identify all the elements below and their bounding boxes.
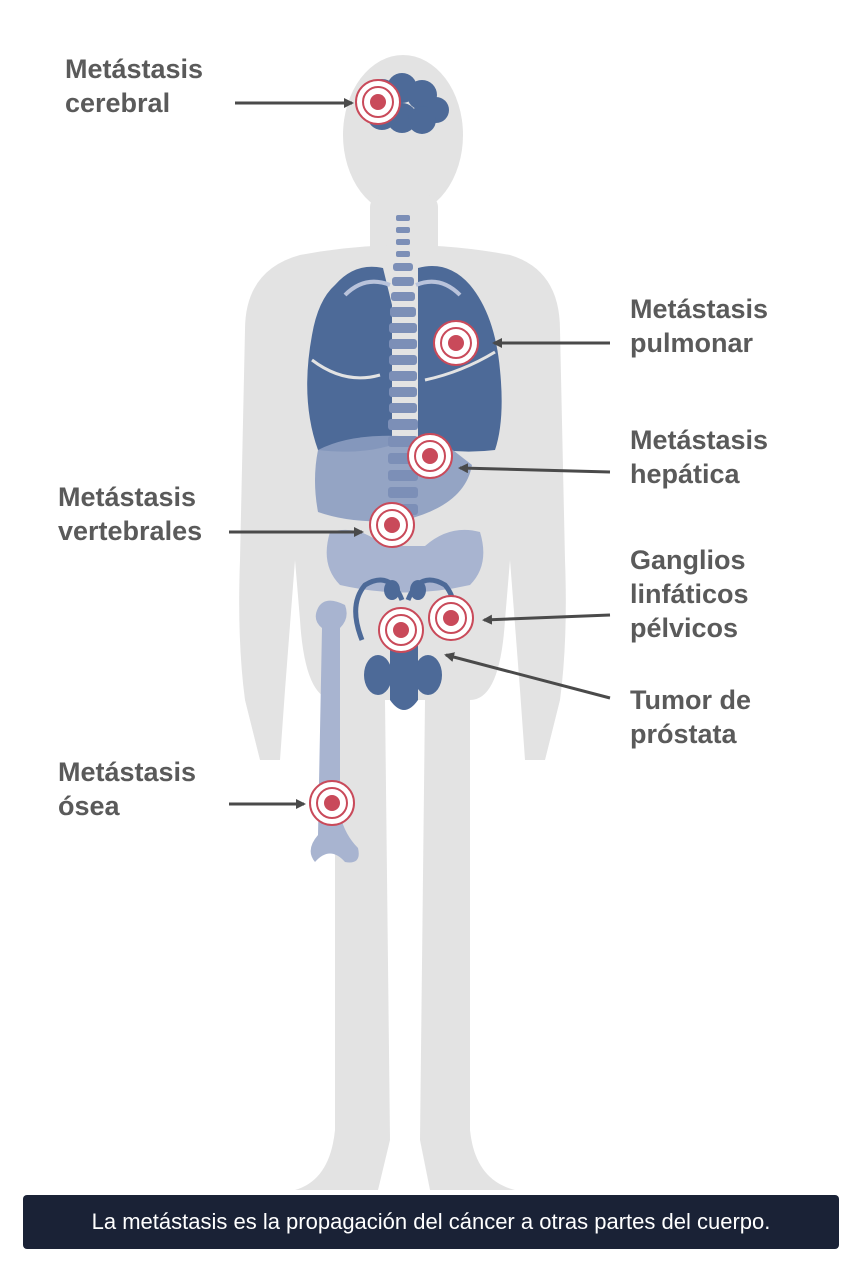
label-line: linfáticos (630, 579, 749, 609)
label-lymph-nodes: Ganglios linfáticos pélvicos (630, 543, 749, 645)
label-line: Tumor de (630, 685, 751, 715)
label-line: Metástasis (630, 294, 769, 324)
label-liver-metastasis: Metástasis hepática (630, 423, 768, 491)
label-line: Metástasis (65, 54, 204, 84)
label-line: Metástasis (630, 425, 769, 455)
label-brain-metastasis: Metástasis cerebral (65, 52, 203, 120)
label-line: hepática (630, 459, 740, 489)
label-line: Metástasis (58, 482, 197, 512)
arrows (229, 98, 611, 809)
arrow-liver (458, 463, 611, 474)
target-lymph (428, 595, 474, 641)
arrow-tumor (444, 652, 611, 700)
label-line: pulmonar (630, 328, 754, 358)
label-line: Metástasis (58, 757, 197, 787)
label-line: próstata (630, 719, 737, 749)
label-line: ósea (58, 791, 120, 821)
arrow-lymph (482, 613, 611, 625)
target-bone (309, 780, 355, 826)
label-lung-metastasis: Metástasis pulmonar (630, 292, 768, 360)
label-prostate-tumor: Tumor de próstata (630, 683, 751, 751)
label-line: Ganglios (630, 545, 746, 575)
label-spine-metastasis: Metástasis vertebrales (58, 480, 202, 548)
ribs (343, 279, 462, 297)
label-line: pélvicos (630, 613, 739, 643)
label-bone-metastasis: Metástasis ósea (58, 755, 196, 823)
target-spine (369, 502, 415, 548)
left-lung (307, 266, 392, 452)
target-liver (407, 433, 453, 479)
target-brain (355, 79, 401, 125)
label-line: cerebral (65, 88, 171, 118)
caption-bar: La metástasis es la propagación del cánc… (23, 1195, 839, 1249)
pelvis (326, 529, 484, 593)
label-line: vertebrales (58, 516, 203, 546)
target-lung (433, 320, 479, 366)
target-prostate (378, 607, 424, 653)
